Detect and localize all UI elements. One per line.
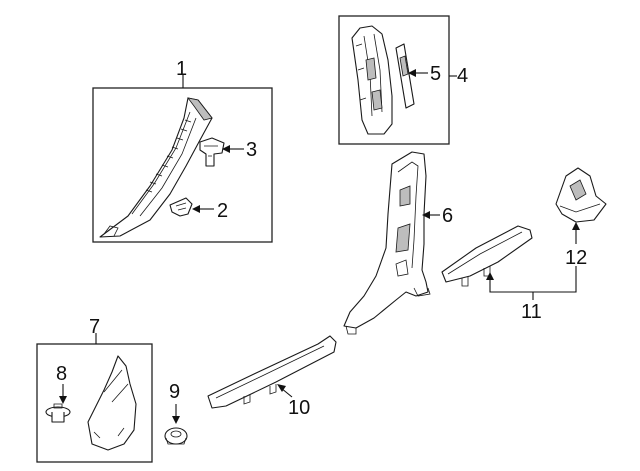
group-box-7 bbox=[36, 343, 153, 463]
pillar-cover bbox=[351, 25, 393, 135]
arrowhead-2 bbox=[192, 205, 200, 213]
callout-6: 6 bbox=[442, 205, 453, 227]
arrowhead-9 bbox=[172, 416, 180, 424]
arrowhead-5 bbox=[408, 69, 416, 77]
callout-10: 10 bbox=[288, 397, 310, 419]
clip-3 bbox=[199, 137, 225, 167]
push-clip-8 bbox=[45, 403, 71, 423]
rear-scuff-plate bbox=[441, 225, 533, 287]
kick-panel-7 bbox=[87, 355, 137, 451]
b-pillar-trim bbox=[343, 151, 431, 335]
grommet-9 bbox=[164, 427, 188, 445]
arrowhead-8 bbox=[59, 396, 67, 404]
callout-7: 7 bbox=[89, 316, 100, 338]
arrowhead-11 bbox=[486, 272, 494, 280]
callout-5: 5 bbox=[430, 63, 441, 85]
callout-12: 12 bbox=[565, 247, 587, 269]
leader-11 bbox=[489, 266, 577, 293]
callout-8: 8 bbox=[56, 363, 67, 385]
cover-strip-5 bbox=[395, 43, 415, 109]
arrowhead-3 bbox=[222, 145, 230, 153]
arrowhead-12 bbox=[572, 222, 580, 230]
bracket-2 bbox=[169, 197, 193, 217]
group-box-4 bbox=[338, 15, 450, 145]
front-scuff-plate bbox=[207, 335, 337, 409]
arrowhead-10 bbox=[277, 384, 286, 392]
callout-1: 1 bbox=[176, 58, 187, 80]
callout-9: 9 bbox=[169, 381, 180, 403]
callout-11: 11 bbox=[521, 301, 542, 323]
arrowhead-6 bbox=[422, 211, 430, 219]
callout-2: 2 bbox=[217, 200, 228, 222]
scuff-end-cap bbox=[555, 167, 607, 223]
a-pillar-trim bbox=[99, 97, 213, 238]
callout-4: 4 bbox=[457, 65, 468, 87]
callout-3: 3 bbox=[246, 139, 257, 161]
